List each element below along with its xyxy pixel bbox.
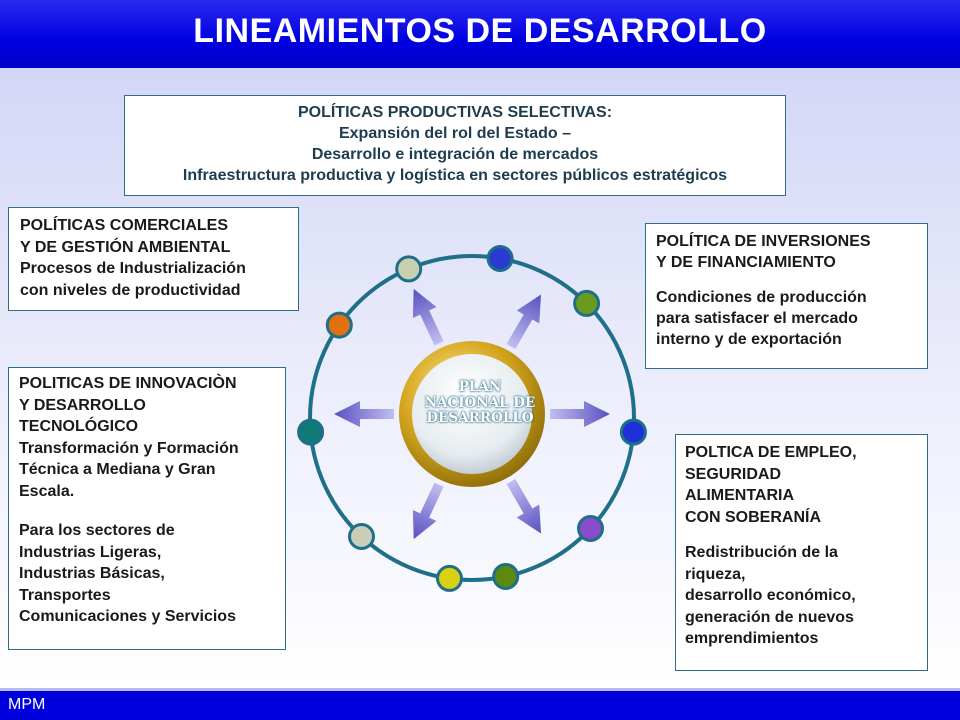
box-line: Desarrollo e integración de mercados (311, 146, 599, 163)
box-line: ALIMENTARIA (685, 487, 795, 504)
box-line: POLTICA DE EMPLEO, (685, 444, 857, 461)
node-group (297, 245, 647, 592)
box-line: Condiciones de producción (656, 289, 867, 306)
header-bar: LINEAMIENTOS DE DESARROLLO (0, 0, 960, 68)
ring-node (436, 564, 463, 592)
box-line: con niveles de productividad (20, 281, 241, 299)
ring-node (486, 245, 514, 272)
center-line: PLAN (458, 379, 502, 395)
box-line: POLÍTICA DE INVERSIONES (656, 233, 871, 250)
box-line: Y DE FINANCIAMIENTO (656, 254, 836, 271)
ring-node (619, 418, 647, 446)
arrow (412, 482, 444, 540)
outer-ring (308, 254, 636, 582)
arrow-shape (334, 401, 394, 427)
box-line: interno y de exportación (656, 331, 842, 348)
box-line: emprendimientos (685, 630, 819, 647)
box-line: TECNOLÓGICO (19, 418, 139, 435)
arrow (412, 288, 444, 346)
box-line: POLÍTICAS COMERCIALES (20, 217, 229, 234)
box-line: Para los sectores de (19, 522, 175, 539)
box-line: Transportes (19, 586, 111, 604)
center-disc (412, 354, 532, 474)
box-line: CON SOBERANÍA (685, 508, 822, 526)
box-line: Técnica a Mediana y Gran (19, 461, 216, 478)
box-commercial-policies: POLÍTICAS COMERCIALES Y DE GESTIÓN AMBIE… (8, 207, 299, 311)
center-line: DESARROLLO (426, 410, 534, 426)
center-label: PLAN NACIONAL DE DESARROLLO (410, 379, 550, 427)
ring-node (348, 523, 375, 550)
box-line: Transformación y Formación (19, 439, 239, 457)
box-employment-policies: POLTICA DE EMPLEO, SEGURIDAD ALIMENTARIA… (675, 434, 928, 671)
arrow (550, 401, 610, 427)
arrow-shape (412, 288, 444, 346)
box-investment-policies: POLÍTICA DE INVERSIONES Y DE FINANCIAMIE… (645, 223, 928, 369)
arrow-shape (550, 401, 610, 427)
box-line: Expansión del rol del Estado – (338, 125, 572, 142)
box-line: Industrias Ligeras, (19, 543, 162, 561)
box-line: Comunicaciones y Servicios (19, 608, 236, 625)
box-innovation-policies: POLITICAS DE INNOVACIÒN Y DESARROLLO TEC… (8, 367, 286, 650)
box-line: Redistribución de la (685, 544, 838, 561)
arrow (506, 294, 541, 349)
ring-node (297, 418, 325, 446)
box-line: POLÍTICAS PRODUCTIVAS SELECTIVAS: (297, 104, 613, 121)
arrow (334, 401, 394, 427)
ring-node (577, 515, 604, 542)
box-line: Procesos de Industrialización (20, 260, 246, 277)
ring-node (395, 255, 423, 283)
ring-node (325, 311, 353, 339)
arrow-shape (506, 479, 541, 534)
box-line: desarrollo económico, (685, 587, 856, 604)
page-title: LINEAMIENTOS DE DESARROLLO (193, 12, 767, 50)
box-line: Industrias Básicas, (19, 565, 165, 582)
arrow-group (334, 288, 610, 540)
spacer (656, 273, 927, 287)
box-line: Escala. (19, 482, 75, 500)
footer-label: MPM (8, 696, 46, 713)
box-line: Infraestructura productiva y logística e… (182, 167, 728, 184)
spacer (19, 502, 285, 520)
arrow-shape (412, 482, 444, 540)
center-line: NACIONAL DE (424, 394, 536, 411)
box-line: Y DE GESTIÓN AMBIENTAL (20, 238, 231, 256)
plan-diagram (297, 245, 647, 592)
box-line: POLITICAS DE INNOVACIÒN (19, 375, 237, 392)
arrow-shape (506, 294, 541, 349)
box-line: para satisfacer el mercado (656, 310, 858, 327)
footer-bar: MPM (0, 688, 960, 720)
box-line: riqueza, (685, 565, 746, 583)
box-line: SEGURIDAD (685, 465, 782, 483)
arrow (506, 479, 541, 534)
box-productive-policies: POLÍTICAS PRODUCTIVAS SELECTIVAS: Expans… (124, 95, 786, 196)
box-line: Y DESARROLLO (19, 396, 146, 414)
ring-node (573, 289, 601, 317)
spacer (685, 528, 927, 542)
ring-node (492, 563, 520, 590)
box-line: generación de nuevos (685, 608, 854, 626)
